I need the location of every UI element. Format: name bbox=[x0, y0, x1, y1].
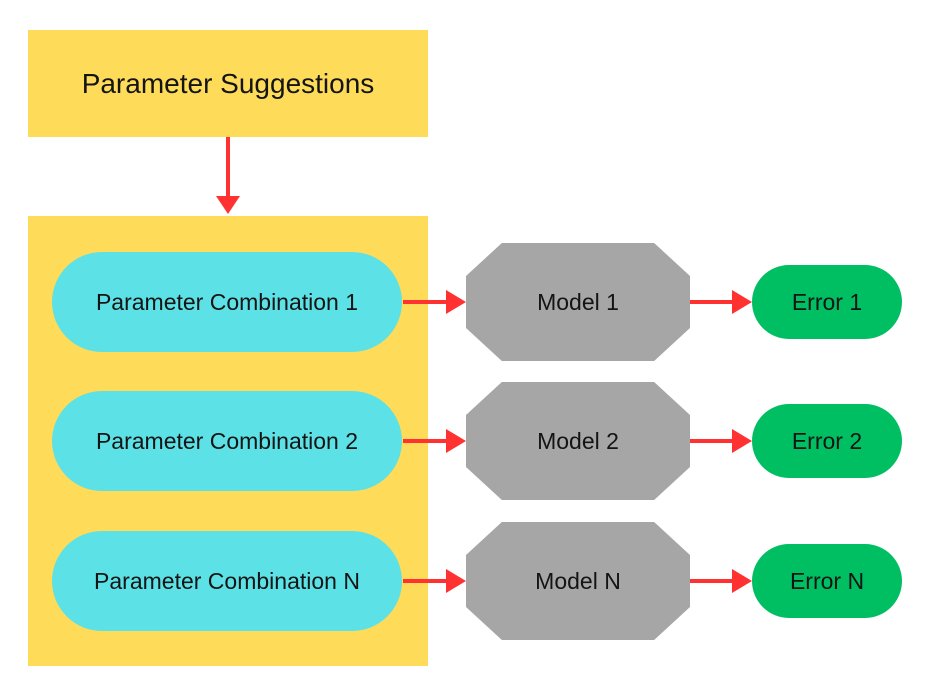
model-2-node: Model 2 bbox=[466, 382, 690, 500]
parameter-combination-2-node: Parameter Combination 2 bbox=[52, 391, 402, 491]
arrowhead-error-1 bbox=[732, 290, 752, 314]
parameter-combination-n-node: Parameter Combination N bbox=[52, 531, 402, 631]
error-n-node: Error N bbox=[752, 544, 902, 618]
arrowhead-error-2 bbox=[732, 429, 752, 453]
error-n-label: Error N bbox=[789, 567, 865, 594]
arrowhead-model-1 bbox=[446, 290, 466, 314]
arrowhead-model-2 bbox=[446, 429, 466, 453]
error-2-label: Error 2 bbox=[791, 427, 863, 454]
arrowhead-suggestions bbox=[216, 196, 240, 214]
parameter-combination-n-label: Parameter Combination N bbox=[94, 567, 360, 594]
parameter-suggestions-label: Parameter Suggestions bbox=[81, 67, 375, 99]
model-1-node: Model 1 bbox=[466, 243, 690, 361]
parameter-combination-2-label: Parameter Combination 2 bbox=[95, 427, 359, 454]
error-1-label: Error 1 bbox=[791, 288, 863, 315]
parameter-combination-1-node: Parameter Combination 1 bbox=[52, 252, 402, 352]
error-1-node: Error 1 bbox=[752, 265, 902, 339]
error-2-node: Error 2 bbox=[752, 404, 902, 478]
arrowhead-error-n bbox=[732, 569, 752, 593]
model-1-label: Model 1 bbox=[537, 288, 619, 315]
model-n-label: Model N bbox=[535, 567, 621, 594]
parameter-combination-1-label: Parameter Combination 1 bbox=[95, 288, 359, 315]
parameter-suggestions-box: Parameter Suggestions bbox=[28, 30, 428, 137]
model-2-label: Model 2 bbox=[537, 427, 619, 454]
model-n-node: Model N bbox=[466, 522, 690, 640]
arrowhead-model-n bbox=[446, 569, 466, 593]
